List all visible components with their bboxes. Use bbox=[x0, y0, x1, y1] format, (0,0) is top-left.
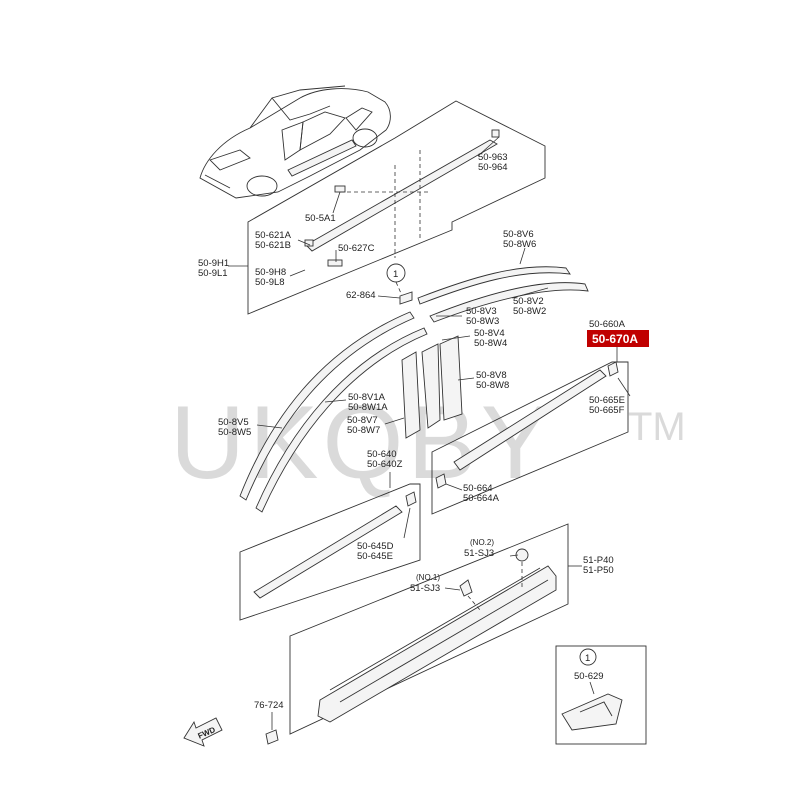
label-50-8w3: 50-8W3 bbox=[466, 316, 499, 327]
clip-62-864: 62-864 bbox=[346, 290, 413, 305]
label-76-724: 76-724 bbox=[254, 700, 284, 711]
label-50-8v1a: 50-8V1A bbox=[348, 392, 386, 403]
label-51-sj3-no1: 51-SJ3 bbox=[410, 583, 440, 594]
label-50-627c: 50-627C bbox=[338, 243, 375, 254]
label-50-8v2: 50-8V2 bbox=[513, 296, 544, 307]
pillar-garnishes: 50-8V4 50-8W4 50-8V8 50-8W8 50-8V7 50-8W… bbox=[347, 328, 509, 439]
label-50-621a: 50-621A bbox=[255, 230, 292, 241]
label-50-9l8: 50-9L8 bbox=[255, 277, 285, 288]
label-50-5a1: 50-5A1 bbox=[305, 213, 336, 224]
label-50-964: 50-964 bbox=[478, 162, 508, 173]
front-belt-molding-group: 50-640 50-640Z 50-645D 50-645E bbox=[239, 449, 421, 621]
fastener-76-724: 76-724 bbox=[254, 700, 284, 745]
label-50-8v8: 50-8V8 bbox=[476, 370, 507, 381]
side-sill-garnish-group: (NO.2) 51-SJ3 51-P40 51-P50 (NO.1) 51-SJ… bbox=[289, 523, 614, 735]
highlight-box bbox=[587, 330, 649, 347]
label-50-9l1: 50-9L1 bbox=[198, 268, 228, 279]
label-50-8v4: 50-8V4 bbox=[474, 328, 505, 339]
detail-callout-1: 1 bbox=[585, 653, 590, 664]
label-no2: (NO.2) bbox=[470, 538, 494, 547]
label-51-p50: 51-P50 bbox=[583, 565, 614, 576]
label-50-665f: 50-665F bbox=[589, 405, 625, 416]
label-50-8w2: 50-8W2 bbox=[513, 306, 546, 317]
label-50-645d: 50-645D bbox=[357, 541, 394, 552]
label-50-8v3: 50-8V3 bbox=[466, 306, 497, 317]
label-50-8w4: 50-8W4 bbox=[474, 338, 507, 349]
label-50-9h1: 50-9H1 bbox=[198, 258, 229, 269]
detail-box-1: 1 50-629 bbox=[555, 645, 647, 745]
label-50-664a: 50-664A bbox=[463, 493, 500, 504]
highlight-code-50-670a: 50-670A bbox=[592, 332, 638, 346]
label-50-8w7: 50-8W7 bbox=[347, 425, 380, 436]
door-molding-upper: 50-8V6 50-8W6 50-8V2 50-8W2 bbox=[417, 229, 589, 323]
label-50-963: 50-963 bbox=[478, 152, 508, 163]
label-50-8v7: 50-8V7 bbox=[347, 415, 378, 426]
label-50-640: 50-640 bbox=[367, 449, 397, 460]
label-50-8v5: 50-8V5 bbox=[218, 417, 249, 428]
callout-1-top-text: 1 bbox=[393, 269, 398, 280]
watermark-tm: TM bbox=[628, 405, 686, 449]
label-50-664: 50-664 bbox=[463, 483, 493, 494]
label-50-8w8: 50-8W8 bbox=[476, 380, 509, 391]
label-no1: (NO.1) bbox=[416, 573, 440, 582]
label-51-p40: 51-P40 bbox=[583, 555, 614, 566]
label-50-621b: 50-621B bbox=[255, 240, 291, 251]
label-50-8v6: 50-8V6 bbox=[503, 229, 534, 240]
label-50-660a: 50-660A bbox=[589, 319, 626, 330]
label-50-629: 50-629 bbox=[574, 671, 604, 682]
label-50-665e: 50-665E bbox=[589, 395, 625, 406]
label-62-864: 62-864 bbox=[346, 290, 376, 301]
roof-molding-group: 50-963 50-964 50-5A1 50-621A 50-621B 50-… bbox=[198, 100, 546, 315]
label-50-9h8: 50-9H8 bbox=[255, 267, 286, 278]
label-50-8w6: 50-8W6 bbox=[503, 239, 536, 250]
rear-belt-molding-group: 50-660A 50-670A 50-665E 50-665F 50-664 5… bbox=[431, 319, 649, 515]
a-pillar-molding: 50-8V3 50-8W3 50-8V1A 50-8W1A 50-8V5 50-… bbox=[218, 306, 499, 513]
callout-1-top: 1 bbox=[386, 263, 406, 301]
label-50-645e: 50-645E bbox=[357, 551, 393, 562]
label-50-640z: 50-640Z bbox=[367, 459, 403, 470]
label-50-8w1a: 50-8W1A bbox=[348, 402, 388, 413]
label-51-sj3-no2: 51-SJ3 bbox=[464, 548, 494, 559]
car-illustration bbox=[199, 85, 391, 199]
fwd-arrow: FWD bbox=[183, 717, 223, 747]
label-50-8w5: 50-8W5 bbox=[218, 427, 251, 438]
